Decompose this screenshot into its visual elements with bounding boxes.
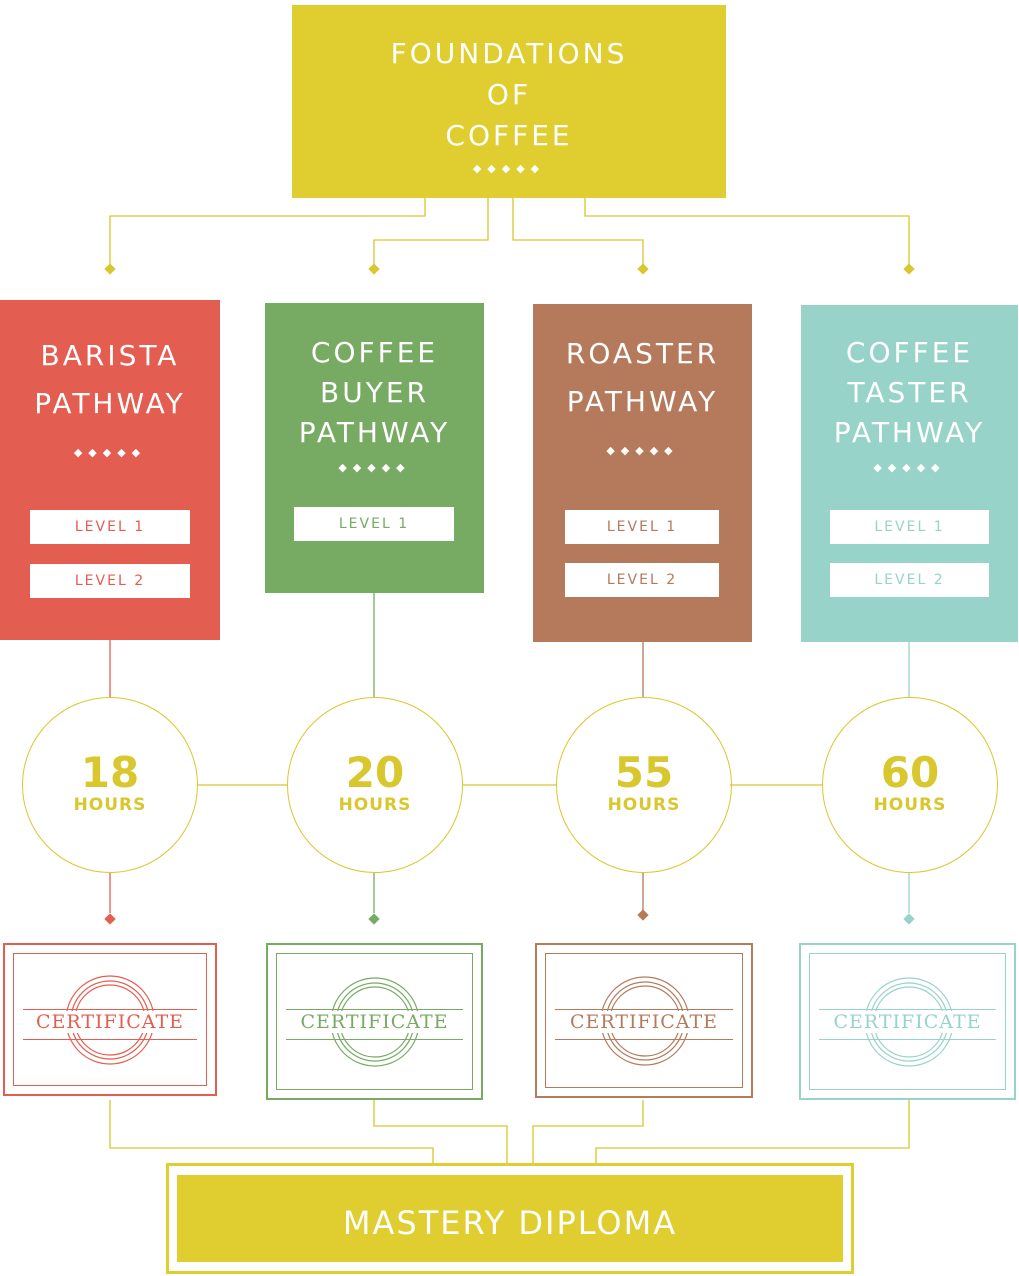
hours-circle-coffee-taster: 60 HOURS	[822, 697, 998, 873]
diamond-marker	[903, 913, 915, 925]
certificate-label: CERTIFICATE	[821, 1011, 994, 1033]
hours-label: HOURS	[73, 795, 147, 815]
diamond-marker	[368, 263, 380, 275]
pathway-box-coffee-buyer: COFFEE BUYER PATHWAY ◆◆◆◆◆ LEVEL 1	[265, 303, 484, 593]
hours-label: HOURS	[338, 795, 412, 815]
hours-circle-roaster: 55 HOURS	[556, 697, 732, 873]
diamond-marker	[368, 913, 380, 925]
certificate-roaster: CERTIFICATE	[535, 943, 753, 1098]
foundations-title: FOUNDATIONS OF COFFEE	[390, 37, 628, 152]
connector-cert-diploma-right	[595, 1100, 910, 1165]
pathway-title: ROASTER PATHWAY	[565, 337, 720, 418]
level-badge: LEVEL 1	[294, 507, 454, 541]
hours-value: 20	[345, 748, 405, 797]
pathway-title: COFFEE BUYER PATHWAY	[298, 336, 451, 449]
level-badge: LEVEL 2	[565, 563, 719, 597]
connector-cert-diploma-left	[109, 1100, 434, 1165]
hours-value: 60	[880, 748, 940, 797]
diamond-marker	[104, 913, 116, 925]
connector-top-barista	[109, 198, 426, 268]
hours-value: 55	[614, 748, 674, 797]
certificate-label: CERTIFICATE	[288, 1011, 461, 1033]
certificate-coffee-taster: CERTIFICATE	[799, 943, 1016, 1100]
mastery-diploma-box: MASTERY DIPLOMA	[166, 1163, 854, 1274]
level-badge: LEVEL 2	[830, 563, 989, 597]
connector-top-taster	[584, 198, 910, 268]
foundations-box: FOUNDATIONS OF COFFEE ◆◆◆◆◆	[292, 5, 726, 198]
certificate-barista: CERTIFICATE	[3, 943, 217, 1096]
decorative-diamonds: ◆◆◆◆◆	[338, 461, 411, 474]
decorative-diamonds: ◆◆◆◆◆	[73, 446, 147, 459]
decorative-diamonds: ◆◆◆◆◆	[472, 162, 546, 175]
hours-label: HOURS	[873, 795, 947, 815]
diamond-marker	[637, 909, 649, 921]
connector-cert-diploma-midright	[532, 1100, 644, 1165]
pathway-title: COFFEE TASTER PATHWAY	[833, 336, 986, 449]
decorative-diamonds: ◆◆◆◆◆	[873, 461, 946, 474]
pathway-box-roaster: ROASTER PATHWAY ◆◆◆◆◆ LEVEL 1 LEVEL 2	[533, 304, 752, 642]
hours-circle-barista: 18 HOURS	[22, 697, 198, 873]
connector-top-buyer	[373, 198, 489, 268]
mastery-diploma-title: MASTERY DIPLOMA	[342, 1204, 678, 1242]
hours-value: 18	[80, 748, 140, 797]
pathway-box-barista: BARISTA PATHWAY ◆◆◆◆◆ LEVEL 1 LEVEL 2	[0, 300, 220, 640]
level-badge: LEVEL 1	[830, 510, 989, 544]
level-badge: LEVEL 2	[30, 564, 190, 598]
diamond-marker	[903, 263, 915, 275]
pathway-title: BARISTA PATHWAY	[34, 339, 186, 420]
certificate-label: CERTIFICATE	[25, 1011, 195, 1033]
connector-top-roaster	[512, 198, 644, 268]
diamond-marker	[637, 263, 649, 275]
decorative-diamonds: ◆◆◆◆◆	[606, 444, 679, 457]
certificate-label: CERTIFICATE	[557, 1011, 731, 1033]
level-badge: LEVEL 1	[565, 510, 719, 544]
pathway-box-coffee-taster: COFFEE TASTER PATHWAY ◆◆◆◆◆ LEVEL 1 LEVE…	[801, 305, 1018, 642]
level-badge: LEVEL 1	[30, 510, 190, 544]
certificate-coffee-buyer: CERTIFICATE	[266, 943, 483, 1100]
connector-cert-diploma-midleft	[373, 1100, 508, 1165]
hours-circle-coffee-buyer: 20 HOURS	[287, 697, 463, 873]
hours-label: HOURS	[607, 795, 681, 815]
diamond-marker	[104, 263, 116, 275]
